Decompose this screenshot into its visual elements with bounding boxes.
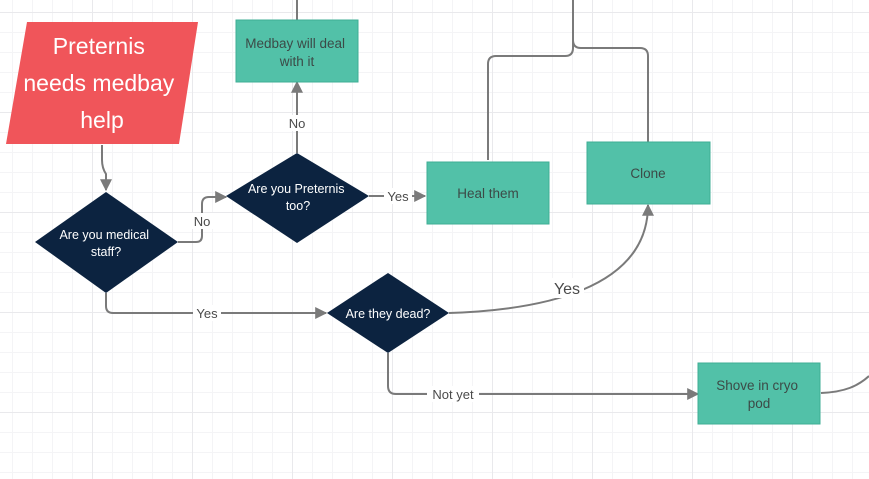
svg-text:Are they dead?: Are they dead? (346, 307, 431, 321)
connector-medical-to-dead[interactable] (105, 293, 328, 319)
process-medbay-line-1: Medbay will deal (245, 36, 345, 51)
decision-preternis-line-1: Are you Preternis (248, 182, 345, 196)
decision-medical-staff[interactable]: Are you medical staff? (35, 192, 178, 293)
process-heal[interactable]: Heal them (426, 161, 550, 225)
connector-cryo-out[interactable] (820, 375, 869, 394)
svg-text:Shove in cryo pod: Shove in cryo pod (716, 378, 802, 411)
start-line-3: help (80, 107, 123, 133)
connector-heal-clone-top[interactable] (487, 0, 649, 160)
label-medical-no: No (194, 214, 211, 229)
process-cryo-line-1: Shove in cryo (716, 378, 798, 393)
process-heal-line-1: Heal them (457, 186, 519, 201)
decision-preternis-line-2: too? (286, 199, 310, 213)
label-dead-not-yet: Not yet (432, 387, 474, 402)
start-line-2: needs medbay (23, 70, 174, 96)
decision-dead[interactable]: Are they dead? (327, 273, 449, 353)
label-medical-yes: Yes (196, 306, 218, 321)
process-cryo[interactable]: Shove in cryo pod (697, 362, 821, 425)
decision-dead-line-1: Are they dead? (346, 307, 431, 321)
svg-text:Are you Preternis too?: Are you Preternis too? (248, 182, 348, 213)
label-preternis-yes: Yes (387, 189, 409, 204)
start-node[interactable]: Preternis needs medbay help (6, 22, 198, 144)
svg-text:Preternis needs medbay: Preternis needs medbay help (23, 33, 180, 133)
connector-start-to-medical[interactable] (100, 145, 112, 192)
process-clone[interactable]: Clone (586, 141, 711, 205)
decision-medical-line-2: staff? (91, 245, 121, 259)
connector-dead-to-cryo[interactable] (387, 353, 700, 400)
svg-text:Are you medical staff?: Are you medical staff? (59, 228, 152, 259)
label-preternis-no: No (289, 116, 306, 131)
svg-text:Clone: Clone (630, 166, 665, 181)
process-clone-line-1: Clone (630, 166, 665, 181)
start-line-1: Preternis (53, 33, 145, 59)
process-medbay-line-2: with it (279, 54, 315, 69)
svg-text:Heal them: Heal them (457, 186, 519, 201)
decision-preternis-too[interactable]: Are you Preternis too? (226, 153, 369, 243)
svg-text:Medbay will deal with it: Medbay will deal with it (245, 36, 349, 69)
decision-medical-line-1: Are you medical (59, 228, 149, 242)
process-medbay[interactable]: Medbay will deal with it (235, 19, 359, 83)
label-dead-yes: Yes (554, 281, 580, 298)
process-cryo-line-2: pod (748, 396, 771, 411)
